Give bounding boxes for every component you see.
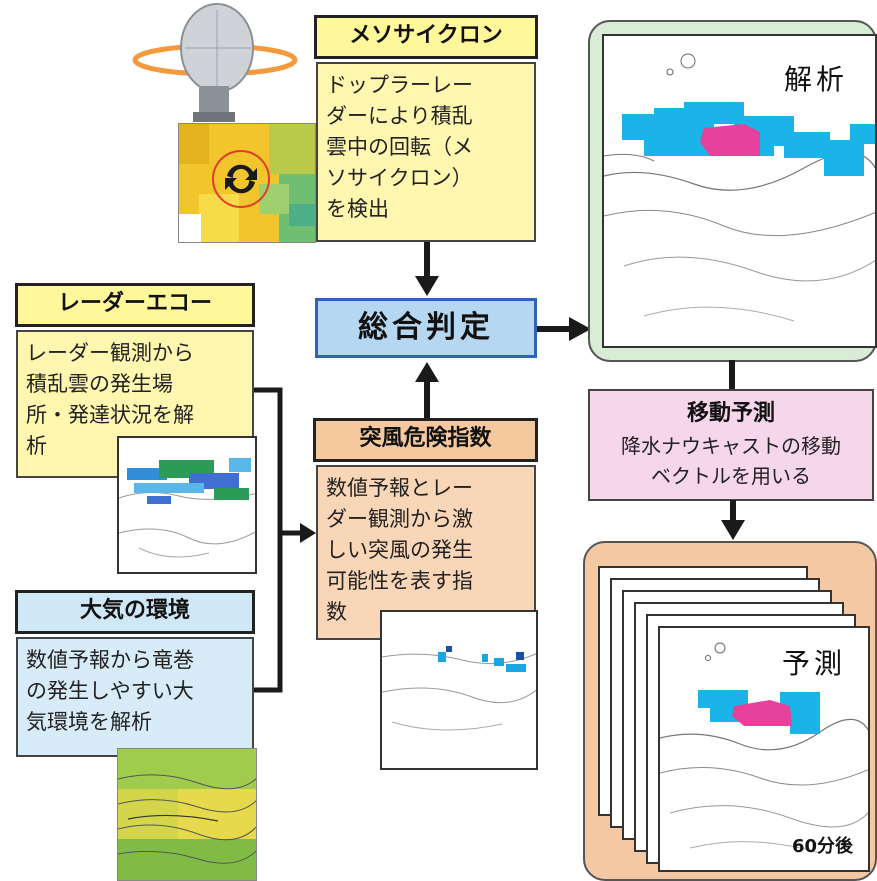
atmosphere-title: 大気の環境 [15, 590, 255, 634]
radar-echo-title: レーダーエコー [15, 283, 255, 327]
mesocyclone-line: ソサイクロン） [326, 166, 473, 190]
mesocyclone-line: を検出 [326, 197, 389, 221]
analysis-map: 解析 [602, 34, 877, 348]
gust-index-title: 突風危険指数 [313, 418, 538, 462]
rotation-icon [225, 164, 257, 194]
atmosphere-map [117, 748, 257, 881]
radar-echo-line: 析 [26, 434, 47, 458]
forecast-map: 予測 60分後 [658, 626, 870, 872]
mesocyclone-description: ドップラーレー ダーにより積乱 雲中の回転（メ ソサイクロン） を検出 [316, 62, 536, 242]
atmosphere-line: 気環境を解析 [26, 710, 152, 734]
gust-index-line: ダー観測から激 [326, 507, 473, 531]
radar-echo-line: 積乱雲の発生場 [26, 372, 173, 396]
arrow-movement-to-forecast [721, 500, 745, 540]
gust-index-line: 可能性を表す指 [326, 569, 473, 593]
connector-analysis-to-movement [729, 360, 735, 390]
arrow-gust-to-judgement [415, 362, 439, 418]
movement-title: 移動予測 [686, 401, 775, 426]
arrow-judgement-to-analysis [537, 317, 591, 341]
judgement-label: 総合判定 [358, 310, 494, 345]
mesocyclone-line: ドップラーレー [326, 73, 473, 97]
arrow-mesocyclone-to-judgement [415, 242, 439, 296]
gust-index-description: 数値予報とレー ダー観測から激 しい突風の発生 可能性を表す指 数 [316, 465, 536, 640]
forecast-time: 60分後 [792, 836, 854, 857]
radar-echo-line: 所・発達状況を解 [26, 403, 194, 427]
judgement-box: 総合判定 [315, 298, 537, 358]
atmosphere-line: 数値予報から竜巻 [26, 648, 194, 672]
mesocyclone-line: 雲中の回転（メ [326, 135, 473, 159]
gust-index-line: 数値予報とレー [326, 476, 473, 500]
forecast-label: 予測 [782, 647, 847, 680]
radar-echo-map [117, 436, 257, 574]
movement-box: 移動予測 降水ナウキャストの移動 ベクトルを用いる [588, 389, 874, 501]
analysis-label: 解析 [784, 63, 849, 96]
radar-echo-line: レーダー観測から [26, 341, 194, 365]
merge-connector [254, 387, 316, 693]
mesocyclone-image [178, 123, 316, 243]
gust-index-line: 数 [326, 600, 347, 624]
movement-line: 降水ナウキャストの移動 [621, 434, 841, 458]
mesocyclone-title: メソサイクロン [314, 15, 538, 59]
radar-dish-icon [132, 3, 298, 122]
movement-line: ベクトルを用いる [651, 464, 811, 488]
mesocyclone-line: ダーにより積乱 [326, 104, 473, 128]
gust-index-line: しい突風の発生 [326, 538, 473, 562]
atmosphere-description: 数値予報から竜巻 の発生しやすい大 気環境を解析 [16, 637, 254, 757]
gust-index-map [380, 610, 538, 770]
atmosphere-line: の発生しやすい大 [26, 679, 194, 703]
